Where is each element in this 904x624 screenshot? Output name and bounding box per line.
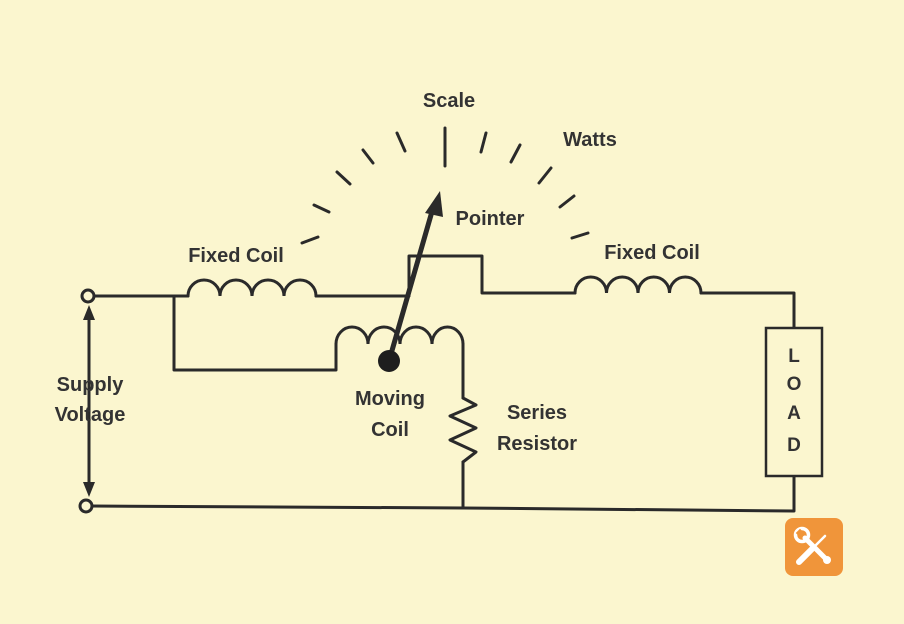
scale-tick <box>312 203 331 214</box>
supply-terminal-bottom <box>78 498 94 514</box>
scale-tick <box>537 166 553 185</box>
moving-coil-label-line1: Moving <box>355 388 425 410</box>
scale-tick <box>479 131 488 154</box>
fixed-coil-right-label: Fixed Coil <box>604 242 700 264</box>
load-letter: A <box>787 403 801 424</box>
load-letter: D <box>787 435 801 456</box>
fixed-coil-left-label: Fixed Coil <box>188 245 284 267</box>
scale-label: Scale <box>423 90 475 112</box>
load-box <box>764 326 824 478</box>
series-resistor <box>448 396 478 464</box>
circuit-wires <box>89 254 796 513</box>
fixed-coil-left <box>186 278 318 298</box>
load-letter: L <box>788 346 800 367</box>
series-resistor-label-line2: Resistor <box>497 433 577 455</box>
scale-tick <box>395 131 407 153</box>
supply-label-line2: Voltage <box>55 404 126 426</box>
meter-pointer <box>378 191 443 372</box>
supply-voltage-arrow <box>83 305 95 497</box>
tools-logo-badge <box>785 518 843 576</box>
scale-tick <box>509 143 522 164</box>
pointer-label: Pointer <box>456 208 525 230</box>
moving-coil <box>334 325 465 346</box>
scale-tick <box>570 231 590 240</box>
scale-tick <box>335 170 352 186</box>
scale-tick <box>361 148 375 165</box>
series-resistor-label-line1: Series <box>507 402 567 424</box>
tools-icon <box>793 526 831 565</box>
load-letter: O <box>787 374 802 395</box>
scale-tick <box>558 194 576 209</box>
watts-label: Watts <box>563 129 617 151</box>
moving-coil-label-line2: Coil <box>371 419 409 441</box>
fixed-coil-right <box>573 275 703 295</box>
supply-terminal-top <box>80 288 96 304</box>
meter-scale <box>300 126 590 245</box>
supply-label-line1: Supply <box>57 374 125 396</box>
scale-tick <box>300 235 320 245</box>
